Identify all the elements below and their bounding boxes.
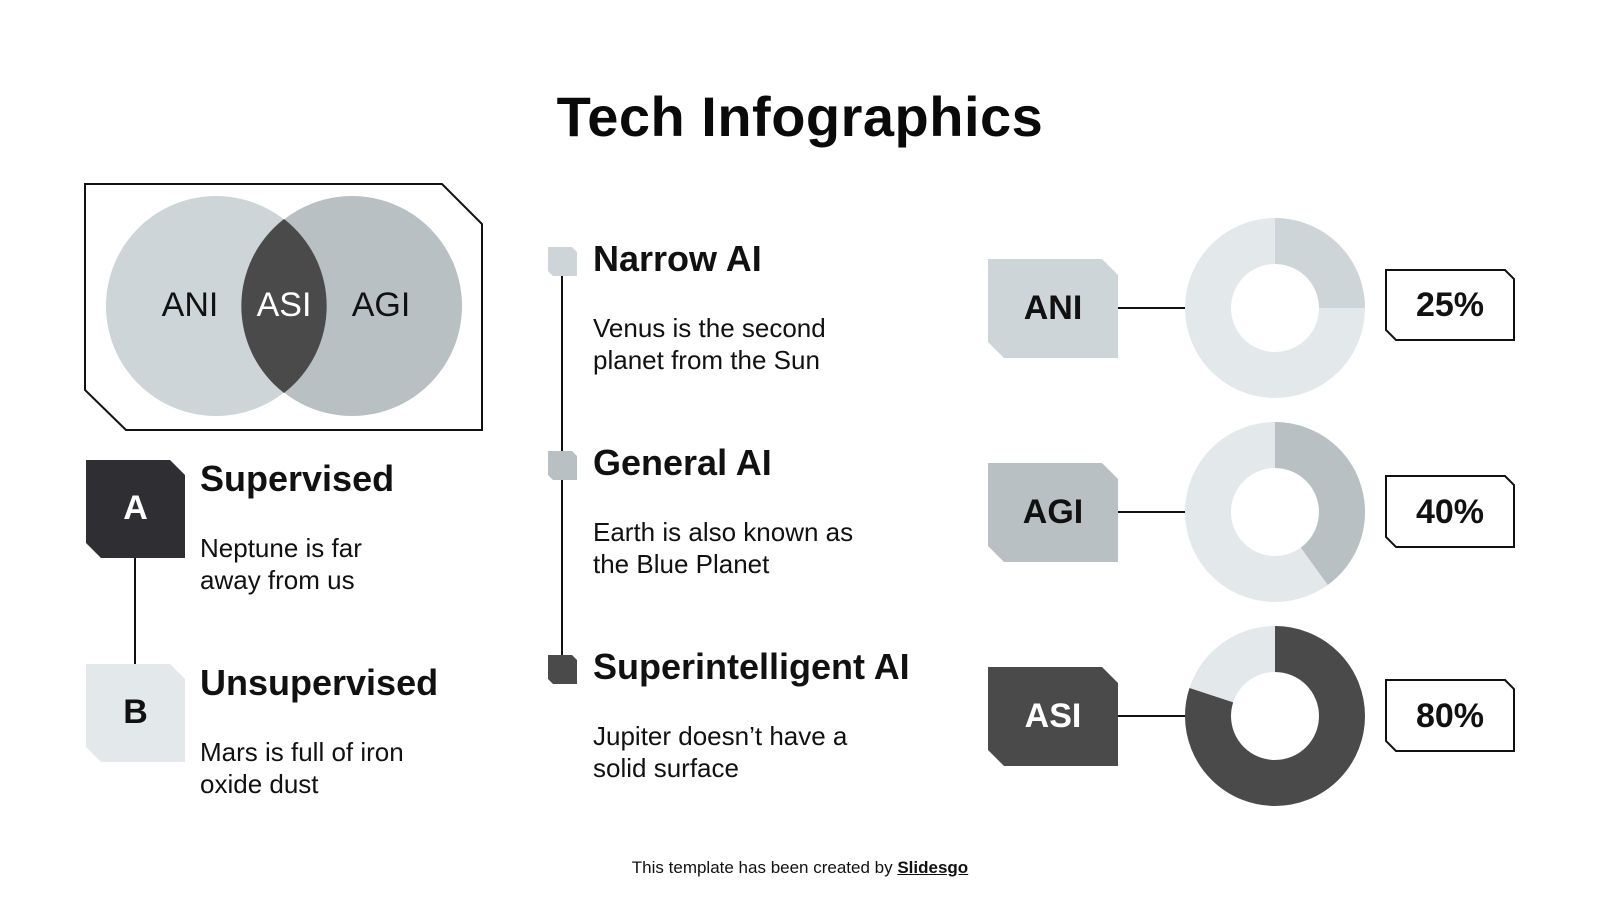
tag-box-ani — [988, 259, 1118, 358]
learning-desc-unsupervised: Mars is full of iron oxide dust — [200, 736, 404, 800]
letter-a: A — [123, 489, 148, 527]
tag-box-agi — [988, 463, 1118, 562]
page-title: Tech Infographics — [556, 85, 1044, 148]
ai-type-title-superintelligent: Superintelligent AI — [593, 646, 910, 687]
desc-line: Earth is also known as — [593, 517, 854, 547]
learning-title-supervised: Supervised — [200, 458, 395, 499]
ai-type-desc-superintelligent: Jupiter doesn’t have a solid surface — [593, 720, 847, 784]
ai-type-desc-general: Earth is also known as the Blue Planet — [593, 516, 853, 580]
footer-brand-link[interactable]: Slidesgo — [897, 858, 969, 877]
tag-label-asi: ASI — [1024, 697, 1082, 735]
percent-box-agi — [1385, 475, 1515, 548]
desc-line: away from us — [200, 565, 355, 595]
venn-label-ani: ANI — [161, 286, 219, 324]
ai-type-title-narrow: Narrow AI — [593, 238, 762, 279]
donut-chart-agi — [1185, 422, 1365, 602]
desc-line: oxide dust — [200, 769, 319, 799]
timeline-marker-3 — [548, 655, 577, 684]
percent-box-asi — [1385, 679, 1515, 752]
ai-type-title-general: General AI — [593, 442, 772, 483]
venn-intersection — [241, 219, 327, 393]
desc-line: planet from the Sun — [593, 345, 820, 375]
venn-label-asi: ASI — [256, 286, 312, 324]
learning-title-unsupervised: Unsupervised — [200, 662, 439, 703]
percent-box-ani — [1385, 269, 1515, 341]
tag-label-agi: AGI — [1022, 493, 1084, 531]
footer-credit: This template has been created by Slides… — [0, 858, 1600, 878]
tag-label-ani: ANI — [1023, 289, 1083, 327]
learning-desc-supervised: Neptune is far away from us — [200, 532, 362, 596]
letter-box-b — [86, 664, 185, 762]
timeline-marker-1 — [548, 247, 577, 276]
desc-line: Jupiter doesn’t have a — [593, 721, 848, 751]
desc-line: Venus is the second — [593, 313, 826, 343]
letter-b: B — [123, 693, 148, 731]
percent-label-agi: 40% — [1415, 493, 1485, 531]
percent-label-ani: 25% — [1415, 286, 1485, 324]
tag-box-asi — [988, 667, 1118, 766]
desc-line: the Blue Planet — [593, 549, 770, 579]
desc-line: Mars is full of iron — [200, 737, 404, 767]
footer-prefix: This template has been created by — [631, 858, 898, 877]
ai-type-desc-narrow: Venus is the second planet from the Sun — [593, 312, 826, 376]
desc-line: Neptune is far — [200, 533, 362, 563]
venn-frame — [84, 183, 483, 431]
donut-chart-asi — [1185, 626, 1365, 806]
donut-chart-ani — [1185, 218, 1365, 398]
desc-line: solid surface — [593, 753, 739, 783]
venn-label-agi: AGI — [351, 286, 411, 324]
letter-box-a — [86, 460, 185, 558]
percent-label-asi: 80% — [1415, 697, 1485, 735]
timeline-marker-2 — [548, 451, 577, 480]
